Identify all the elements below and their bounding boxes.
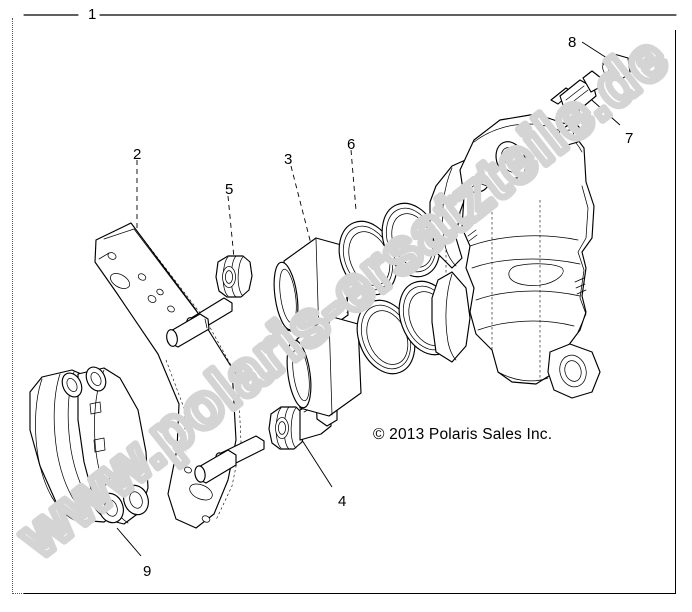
callout-number-3: 3 — [284, 151, 293, 168]
part-bleeder-cap — [602, 53, 631, 82]
callout-number-5: 5 — [225, 181, 234, 198]
part-mounting-bracket — [94, 222, 265, 529]
callout-number-4: 4 — [338, 493, 347, 510]
callout-number-6: 6 — [347, 136, 356, 153]
copyright-notice: © 2013 Polaris Sales Inc. — [373, 426, 553, 443]
callout-number-9: 9 — [143, 563, 152, 580]
callout-number-8: 8 — [568, 34, 577, 51]
part-caliper-body — [429, 113, 601, 399]
seal-ring-2 — [381, 202, 441, 278]
part-brake-pads — [29, 366, 149, 525]
piston-lower — [286, 315, 362, 417]
leader-lines — [116, 41, 621, 557]
part-pistons — [273, 237, 362, 417]
piston-upper — [273, 237, 349, 339]
callout-number-1: 1 — [88, 6, 97, 23]
part-bleeder-screw — [550, 70, 602, 112]
callout-number-2: 2 — [133, 146, 142, 163]
callout-number-7: 7 — [625, 130, 634, 147]
lower-guide-pin — [194, 435, 265, 484]
part-upper-pin-boot — [215, 255, 253, 298]
upper-guide-pin — [166, 297, 233, 348]
